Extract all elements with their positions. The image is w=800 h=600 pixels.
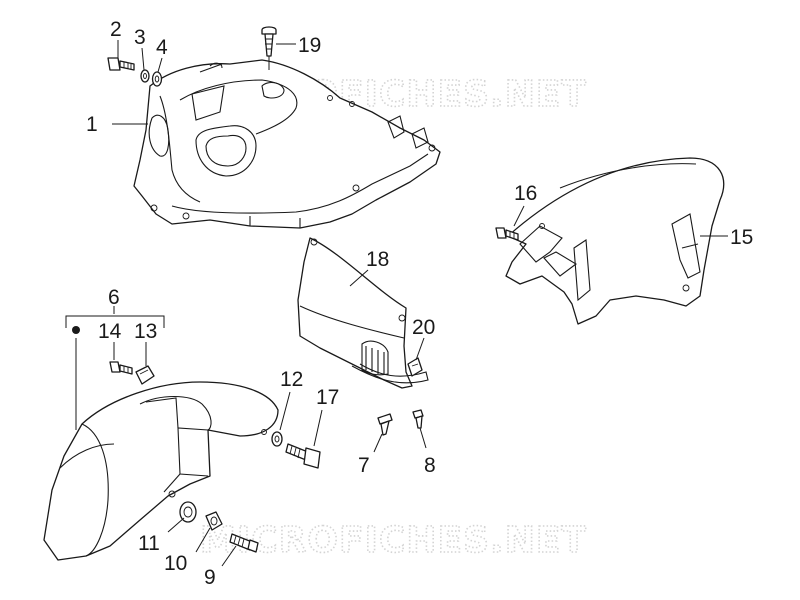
callout-7: 7 [358,454,370,477]
part-19-screw [261,26,277,57]
callout-4: 4 [156,36,168,59]
watermark-bottom: MICROFICHES.NET [200,520,587,561]
part-17-bolt [285,443,321,469]
part-14-screw [109,361,133,375]
callout-10: 10 [164,552,187,575]
callout-14: 14 [98,320,122,343]
callout-17: 17 [316,386,339,409]
callout-8: 8 [424,454,436,477]
assembly-marker-dot [72,326,80,334]
part-18-flap-cover [297,237,429,389]
callout-19: 19 [298,34,321,57]
callout-15: 15 [730,226,753,249]
part-3-washer [140,69,150,83]
part-8-screw [412,409,424,429]
part-9-screw [229,533,259,553]
callout-2: 2 [110,18,122,41]
part-7-screw [377,413,393,436]
part-1-inner-cover [133,59,441,229]
callout-11: 11 [138,532,160,555]
callout-18: 18 [366,248,389,271]
callout-13: 13 [134,320,157,343]
callout-16: 16 [514,182,537,205]
callout-20: 20 [412,316,435,339]
callout-12: 12 [280,368,303,391]
front-mudguard [43,381,279,561]
part-2-screw [107,57,135,71]
part-13-clip-nut [135,365,155,385]
part-15-rear-mudguard [505,157,725,325]
part-16-screw [495,227,519,241]
part-12-washer [271,431,283,447]
callout-3: 3 [134,26,146,49]
part-4-washer [151,71,163,87]
part-20-clip [407,357,423,377]
callout-9: 9 [204,566,216,589]
callout-labels: 1 2 3 4 19 15 16 18 20 7 8 12 17 6 14 13… [86,18,753,589]
callout-1: 1 [86,113,98,136]
leader-lines [65,40,728,567]
part-11-bushing [179,501,197,523]
callout-6: 6 [108,286,120,309]
part-10-spacer [205,511,223,531]
